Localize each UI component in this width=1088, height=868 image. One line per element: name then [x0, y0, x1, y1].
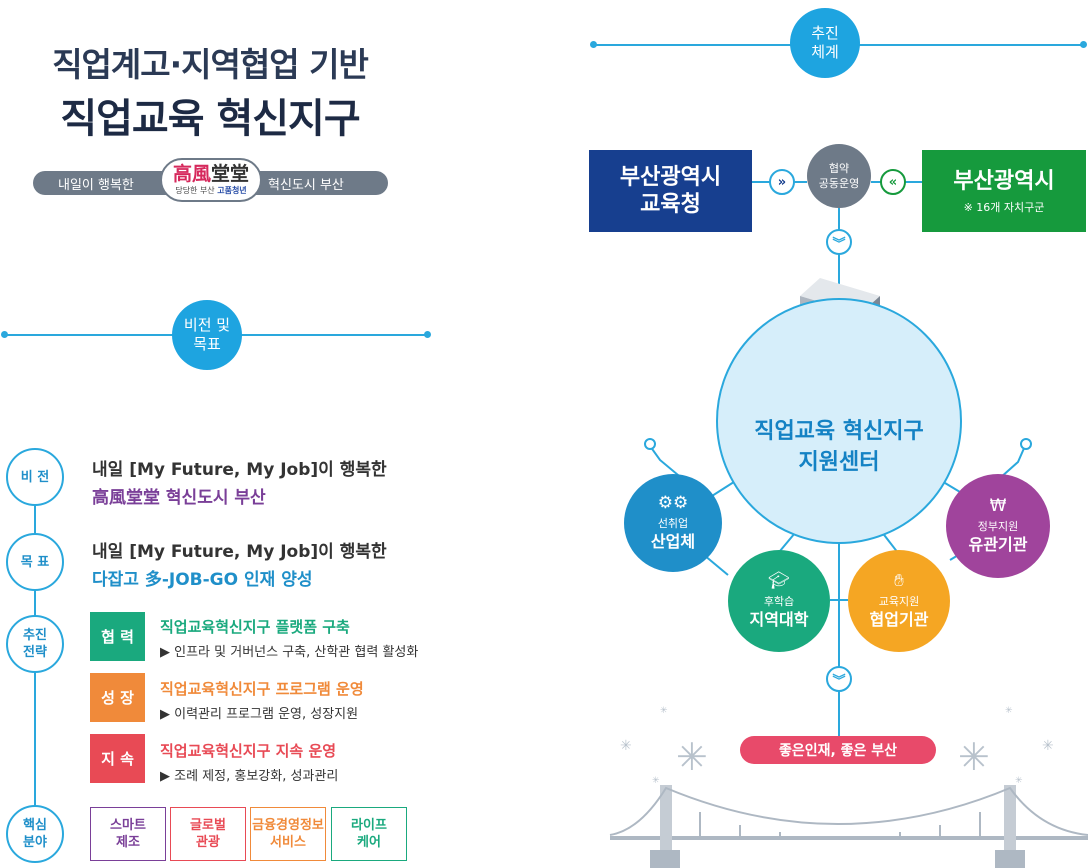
vision-line-2: 高風堂堂 혁신도시 부산 [92, 488, 266, 508]
graduation-cap-icon: 🎓︎ [768, 571, 790, 591]
org-name: 부산광역시 [953, 168, 1055, 194]
sparkle-icon: ✳ [676, 735, 708, 779]
satellite-subtitle: 선취업 [657, 517, 689, 530]
strategy-badge: 성 장 [90, 673, 145, 722]
gopung-dangdang-logo: 高風堂堂 당당한 부산 고품청년 [160, 158, 262, 202]
strategy-desc: ▶ 조례 제정, 홍보강화, 성과관리 [160, 769, 339, 784]
logo-char-b: 堂堂 [211, 163, 250, 185]
core-field-node: 핵심 분야 [6, 805, 64, 863]
satellite-title: 지역대학 [749, 610, 809, 629]
chevron-right-icon: » [769, 169, 795, 195]
strategy-title: 직업교육혁신지구 플랫폼 구축 [160, 618, 350, 636]
partner-institution-circle: ✋︎ 교육지원 협업기관 [848, 550, 950, 652]
busan-education-office-box: 부산광역시 교육청 [589, 150, 752, 232]
vision-section-bubble: 비전 및 목표 [172, 300, 242, 370]
vision-line-1: 내일 [My Future, My Job]이 행복한 [92, 460, 387, 480]
slogan-right-text: 혁신도시 부산 [268, 178, 344, 193]
system-section-bubble: 추진 체계 [790, 8, 860, 78]
strategy-desc: ▶ 인프라 및 거버넌스 구축, 산학관 협력 활성화 [160, 645, 419, 660]
line-dot [1, 331, 8, 338]
gears-icon: ⚙⚙ [657, 493, 689, 513]
goal-line-2: 다잡고 多-JOB-GO 인재 양성 [92, 570, 313, 590]
title-line-1: 직업계고·지역협업 기반 [52, 45, 369, 84]
local-university-circle: 🎓︎ 후학습 지역대학 [728, 550, 830, 652]
sparkle-icon: ✳ [1005, 706, 1013, 716]
satellite-subtitle: 후학습 [763, 595, 795, 608]
strategy-badge: 지 속 [90, 734, 145, 783]
ring-node [644, 438, 656, 450]
slogan-left-text: 내일이 행복한 [58, 178, 134, 193]
satellite-subtitle: 교육지원 [878, 595, 920, 608]
sparkle-icon: ✳ [620, 738, 632, 754]
core-field-box: 금융경영정보 서비스 [250, 807, 326, 861]
gwangan-bridge-icon [609, 785, 1088, 868]
satellite-title: 산업체 [650, 532, 696, 551]
strategy-desc: ▶ 이력관리 프로그램 운영, 성장지원 [160, 707, 359, 722]
satellite-title: 유관기관 [968, 535, 1028, 554]
goal-node: 목 표 [6, 533, 64, 591]
vision-node: 비 전 [6, 448, 64, 506]
org-note: ※ 16개 자치구군 [963, 200, 1045, 214]
support-center-title: 직업교육 혁신지구 지원센터 [754, 419, 924, 475]
chevron-left-icon: « [880, 169, 906, 195]
support-center-circle [716, 298, 962, 544]
chevron-down-icon: ︾ [826, 229, 852, 255]
sparkle-icon: ✳ [958, 735, 990, 779]
satellite-title: 협업기관 [869, 610, 929, 629]
core-field-box: 스마트 제조 [90, 807, 166, 861]
satellite-subtitle: 정부지원 [977, 520, 1019, 533]
related-agency-circle: ₩ 정부지원 유관기관 [946, 474, 1050, 578]
chevron-down-icon: ︾ [826, 666, 852, 692]
agreement-joint-operation-circle: 협약 공동운영 [807, 144, 871, 208]
sparkle-icon: ✳ [652, 776, 660, 786]
sparkle-icon: ✳ [660, 706, 668, 716]
org-name: 부산광역시 교육청 [619, 165, 722, 217]
sparkle-icon: ✳ [1015, 776, 1023, 786]
busan-city-box: 부산광역시 ※ 16개 자치구군 [922, 150, 1086, 232]
money-bag-icon: ₩ [989, 496, 1007, 516]
strategy-badge: 협 력 [90, 612, 145, 661]
strategy-title: 직업교육혁신지구 프로그램 운영 [160, 680, 364, 698]
logo-sub-b: 고품청년 [217, 186, 247, 195]
line-dot [590, 41, 597, 48]
core-field-box: 라이프 케어 [331, 807, 407, 861]
logo-char-a: 高風 [172, 163, 211, 185]
ring-node [1020, 438, 1032, 450]
handshake-icon: ✋︎ [894, 571, 904, 591]
line-dot [1080, 41, 1087, 48]
line-dot [424, 331, 431, 338]
title-line-2: 직업교육 혁신지구 [60, 96, 360, 142]
result-pill: 좋은인재, 좋은 부산 [740, 736, 936, 764]
goal-line-1: 내일 [My Future, My Job]이 행복한 [92, 542, 387, 562]
logo-sub-a: 당당한 부산 [175, 186, 215, 195]
sparkle-icon: ✳ [1042, 738, 1054, 754]
strategy-node: 추진 전략 [6, 615, 64, 673]
core-field-box: 글로벌 관광 [170, 807, 246, 861]
strategy-title: 직업교육혁신지구 지속 운영 [160, 742, 337, 760]
industry-circle: ⚙⚙ 선취업 산업체 [624, 474, 722, 572]
